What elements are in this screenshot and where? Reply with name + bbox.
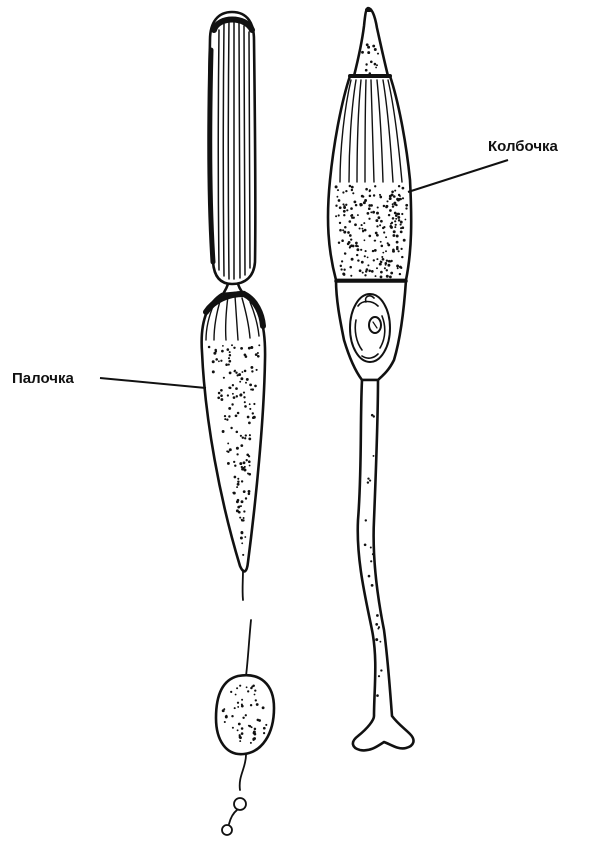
cone-inner-segment	[328, 76, 411, 280]
rod-leader-line	[100, 378, 206, 388]
cone-cell	[328, 8, 413, 750]
cone-outer-segment	[354, 8, 388, 76]
rod-label-text: Палочка	[12, 370, 74, 387]
cone-fiber	[353, 380, 414, 750]
rod-outer-segment	[209, 12, 255, 284]
rod-synaptic-terminal	[222, 755, 246, 835]
cone-label-text: Колбочка	[488, 138, 559, 155]
rod-fiber-lower	[246, 620, 251, 676]
label-rod: Палочка	[12, 370, 206, 388]
rod-inner-segment	[202, 292, 265, 571]
rod-cell	[202, 12, 274, 835]
cone-leader-line	[408, 160, 508, 192]
label-cone: Колбочка	[408, 138, 559, 192]
cone-soma	[336, 280, 406, 380]
rod-nucleus	[216, 675, 274, 754]
